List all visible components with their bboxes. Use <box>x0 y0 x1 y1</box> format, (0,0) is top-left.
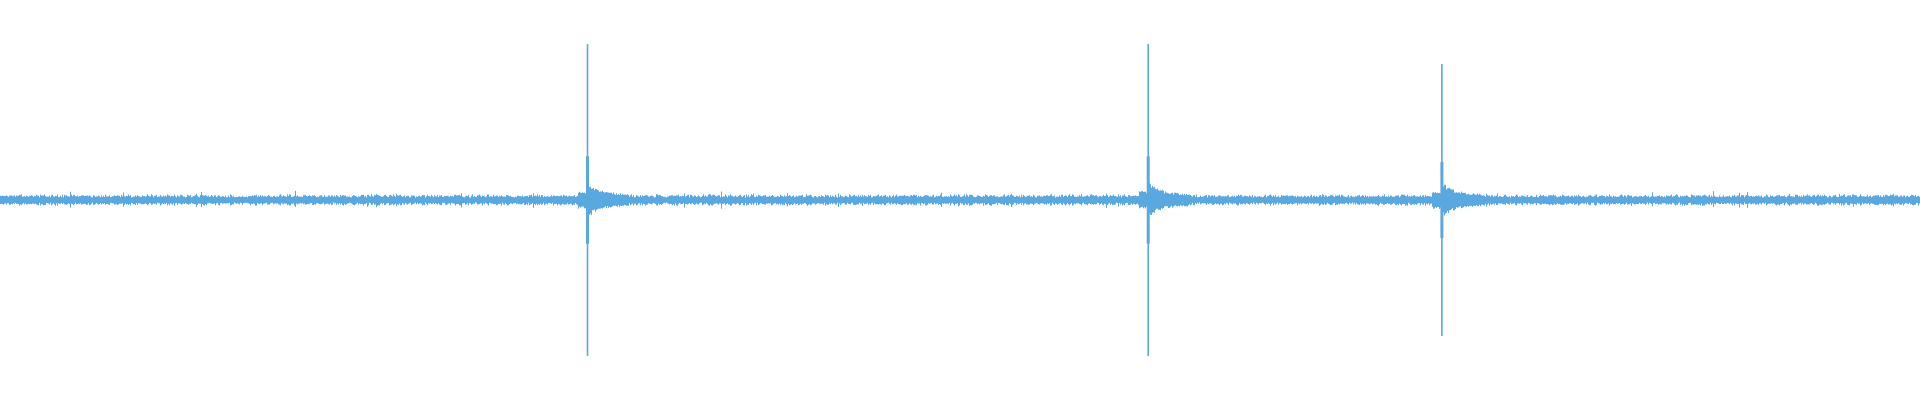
waveform-samples <box>0 44 1920 356</box>
waveform-baseline-signal <box>0 183 1920 216</box>
